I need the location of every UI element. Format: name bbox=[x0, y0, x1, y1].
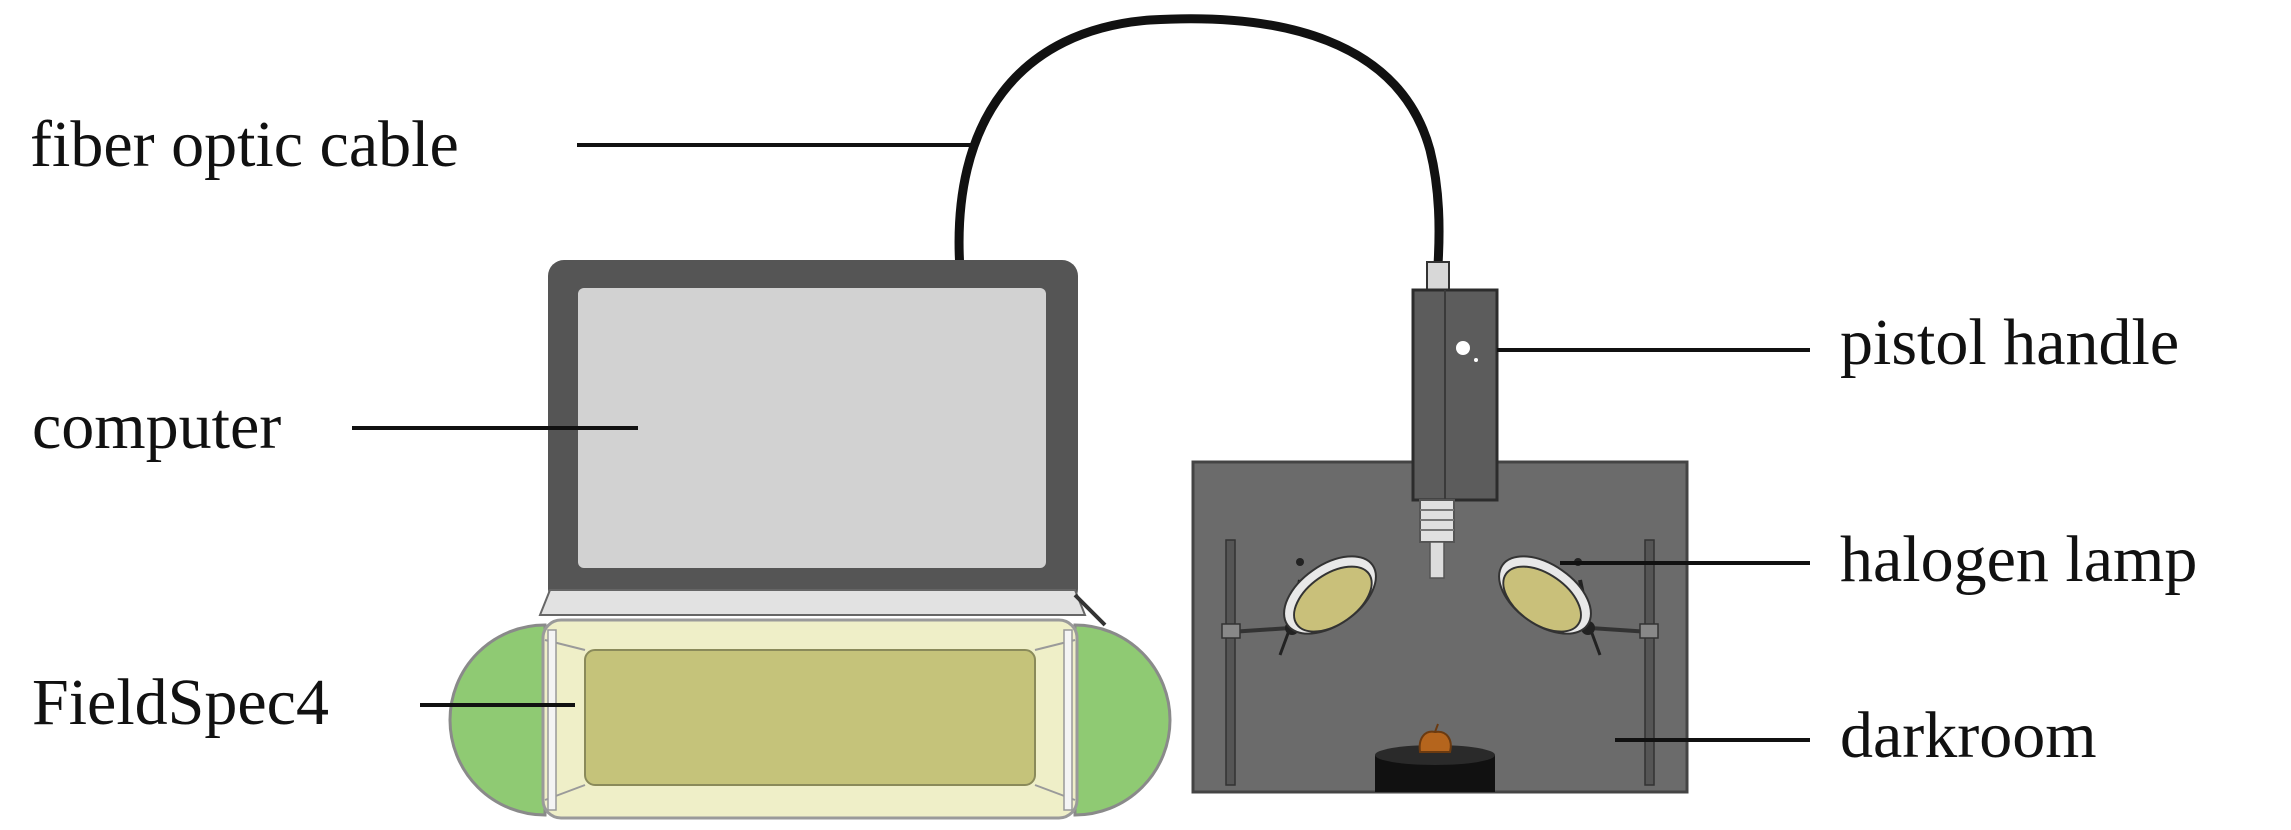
label-computer: computer bbox=[32, 390, 282, 463]
halogen-lamp-right bbox=[1498, 539, 1659, 786]
pistol-handle-body bbox=[1411, 288, 1499, 502]
computer bbox=[538, 260, 1107, 627]
sample bbox=[1418, 730, 1452, 753]
fieldspec4-device bbox=[448, 618, 1172, 820]
pistol-handle bbox=[1411, 261, 1499, 502]
label-fieldspec4: FieldSpec4 bbox=[32, 666, 329, 739]
fieldspec-right-cap bbox=[1073, 623, 1172, 817]
laptop-hinge bbox=[538, 589, 1087, 616]
label-pistol-handle: pistol handle bbox=[1840, 306, 2180, 379]
laptop-screen bbox=[578, 288, 1046, 568]
label-fiber-optic-cable: fiber optic cable bbox=[30, 108, 459, 181]
fieldspec-body bbox=[584, 649, 1036, 786]
halogen-lamp-left bbox=[1221, 539, 1377, 786]
label-halogen-lamp: halogen lamp bbox=[1840, 523, 2198, 596]
label-darkroom: darkroom bbox=[1840, 699, 2097, 772]
fore-optic bbox=[1419, 499, 1455, 579]
fiber-optic-cable bbox=[954, 14, 1444, 275]
fieldspec-left-cap bbox=[448, 623, 547, 817]
sample-platform bbox=[1375, 723, 1495, 792]
